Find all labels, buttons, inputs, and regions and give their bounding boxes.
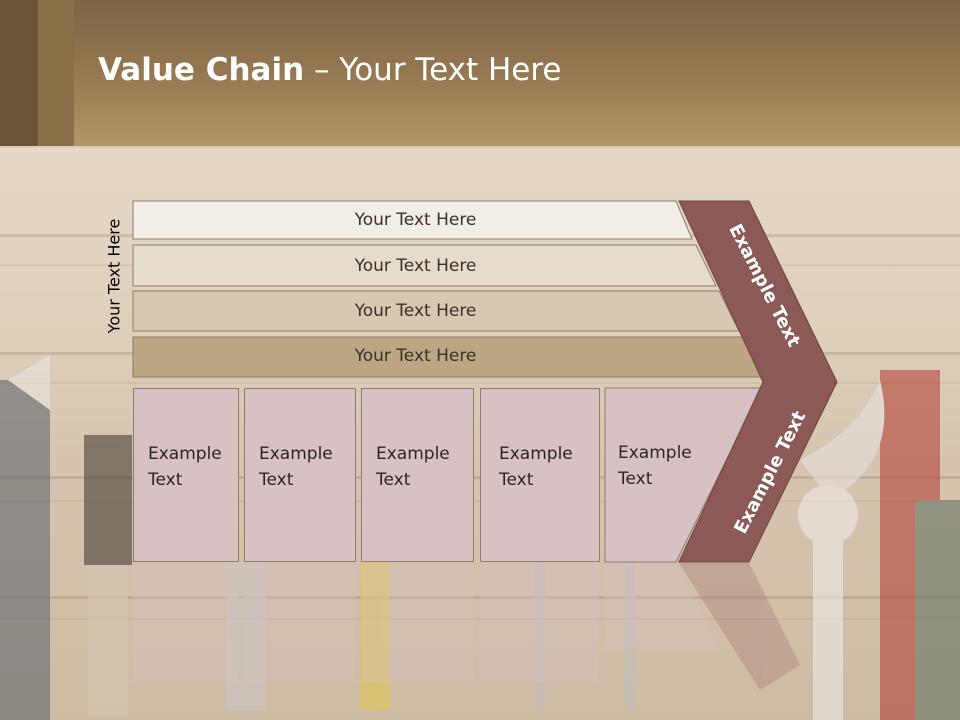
chevron-arrow — [678, 200, 838, 563]
reflection — [133, 563, 800, 690]
box-3: Example Text — [361, 388, 474, 562]
bar-2: Your Text Here — [133, 246, 698, 286]
box-2: Example Text — [244, 388, 356, 562]
box-1-line1: Example — [148, 444, 222, 464]
box-4-line2: Text — [499, 470, 534, 490]
box-4: Example Text — [480, 388, 600, 562]
title-rest: – Your Text Here — [304, 52, 562, 88]
box-2-line1: Example — [259, 444, 333, 464]
slide-title: Value Chain – Your Text Here — [98, 52, 561, 88]
box-3-line2: Text — [376, 470, 411, 490]
box-4-line1: Example — [499, 444, 573, 464]
bar-4: Your Text Here — [133, 336, 698, 376]
bar-2-label: Your Text Here — [354, 256, 477, 276]
bar-3: Your Text Here — [133, 291, 698, 331]
box-5-line1: Example — [618, 443, 692, 463]
box-5: Example Text — [605, 388, 705, 562]
box-3-line1: Example — [376, 444, 450, 464]
bar-3-label: Your Text Here — [354, 301, 477, 321]
header-accent — [38, 0, 74, 146]
box-5-line2: Text — [618, 469, 653, 489]
box-1: Example Text — [133, 388, 239, 562]
box-5-shape — [604, 387, 763, 563]
tools-image — [0, 355, 960, 720]
bar-1: Your Text Here — [133, 200, 698, 240]
bar-2-shape — [132, 244, 717, 287]
plank-line — [0, 596, 960, 599]
bar-4-label: Your Text Here — [354, 346, 477, 366]
box-2-line2: Text — [259, 470, 294, 490]
header-bar: Value Chain – Your Text Here — [0, 0, 960, 146]
box-1-line2: Text — [148, 470, 183, 490]
bar-1-shape — [132, 200, 693, 240]
title-bold: Value Chain — [98, 52, 305, 88]
header-accent — [0, 0, 38, 146]
bar-1-label: Your Text Here — [354, 210, 477, 230]
